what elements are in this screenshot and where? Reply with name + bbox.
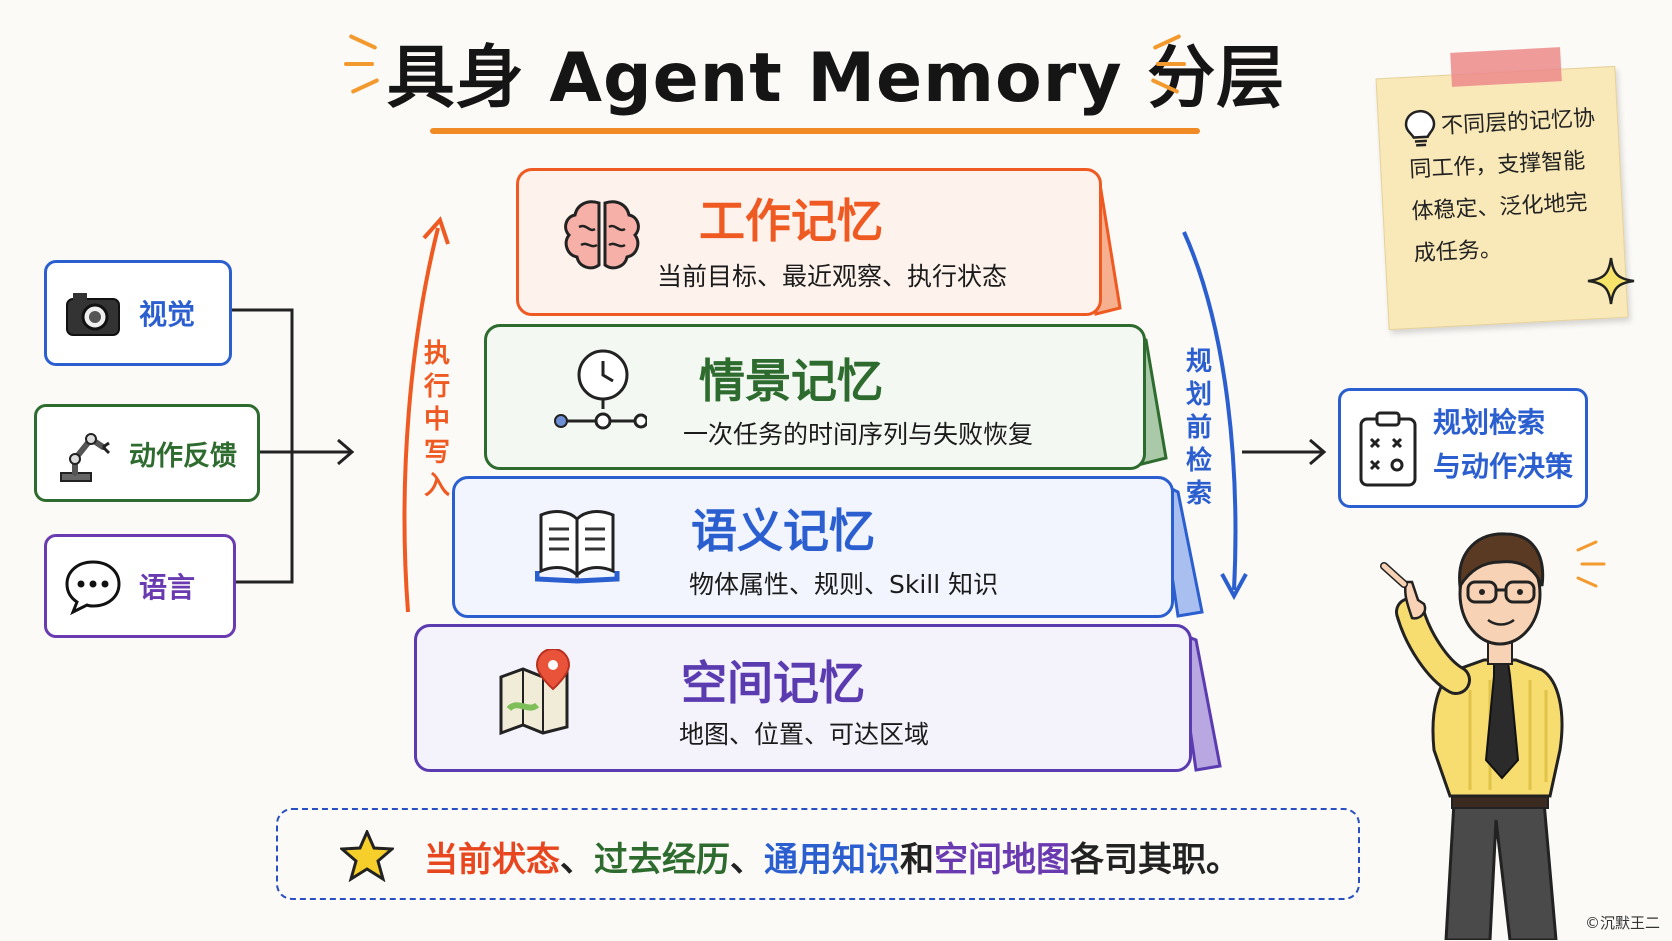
write-during-execution-label: 执行中写入 [423, 339, 450, 501]
episodic-memory-layer: 情景记忆 一次任务的时间序列与失败恢复 [484, 324, 1146, 470]
semantic-memory-desc: 物体属性、规则、Skill 知识 [689, 570, 999, 599]
summary-part-general-knowledge: 通用知识 [764, 840, 900, 880]
episodic-memory-desc: 一次任务的时间序列与失败恢复 [683, 420, 1034, 449]
summary-tail: 各司其职。 [1070, 840, 1240, 880]
summary-sep-1: 、 [560, 840, 594, 880]
robot-arm-icon [60, 433, 111, 482]
book-icon [535, 510, 620, 584]
input-language-label: 语言 [139, 571, 196, 604]
semantic-memory-title: 语义记忆 [691, 504, 875, 558]
retrieve-before-planning-label: 规划前检索 [1185, 347, 1212, 509]
presenter-character [1380, 532, 1606, 940]
credit: ©沉默王二 [1584, 914, 1660, 932]
input-vision-label: 视觉 [139, 298, 196, 331]
episodic-memory-title: 情景记忆 [699, 354, 883, 408]
summary-sep-2: 、 [730, 840, 764, 880]
input-action-feedback-label: 动作反馈 [129, 440, 237, 472]
summary-text: 当前状态、过去经历、通用知识和空间地图各司其职。 [424, 832, 1240, 881]
working-memory-layer: 工作记忆 当前目标、最近观察、执行状态 [516, 168, 1102, 316]
planning-decision-line1: 规划检索 [1433, 406, 1546, 439]
working-memory-desc: 当前目标、最近观察、执行状态 [657, 262, 1008, 291]
sparkle-star-icon [1587, 257, 1635, 305]
input-action-feedback-box: 动作反馈 [34, 404, 260, 502]
summary-part-past-experience: 过去经历 [594, 840, 730, 880]
spatial-memory-desc: 地图、位置、可达区域 [679, 720, 930, 749]
spatial-memory-layer: 空间记忆 地图、位置、可达区域 [414, 624, 1192, 772]
sticky-note: 不同层的记忆协同工作，支撑智能体稳定、泛化地完成任务。 [1375, 65, 1629, 331]
star-icon [340, 830, 394, 882]
planning-decision-box: 规划检索 与动作决策 [1338, 388, 1588, 508]
map-pin-icon [499, 649, 571, 735]
title-underline [430, 128, 1200, 134]
planning-decision-line2: 与动作决策 [1433, 450, 1574, 483]
semantic-memory-layer: 语义记忆 物体属性、规则、Skill 知识 [452, 476, 1174, 618]
lightbulb-icon [1404, 109, 1436, 147]
speech-bubble-icon [65, 560, 121, 616]
input-language-box: 语言 [44, 534, 236, 638]
summary-conj: 和 [900, 840, 934, 880]
summary-part-spatial-map: 空间地图 [934, 840, 1070, 880]
spatial-memory-title: 空间记忆 [681, 656, 865, 710]
sticky-note-tape [1450, 47, 1562, 87]
clock-timeline-icon [554, 349, 647, 430]
summary-part-current-state: 当前状态 [424, 840, 560, 880]
brain-icon [564, 200, 640, 270]
checklist-icon [1359, 411, 1417, 487]
working-memory-title: 工作记忆 [699, 194, 883, 248]
summary-box: 当前状态、过去经历、通用知识和空间地图各司其职。 [276, 808, 1360, 900]
camera-icon [66, 293, 120, 336]
sticky-note-text: 不同层的记忆协同工作，支撑智能体稳定、泛化地完成任务。 [1408, 106, 1596, 267]
input-vision-box: 视觉 [44, 260, 232, 366]
page-title: 具身 Agent Memory 分层 [386, 39, 1286, 118]
